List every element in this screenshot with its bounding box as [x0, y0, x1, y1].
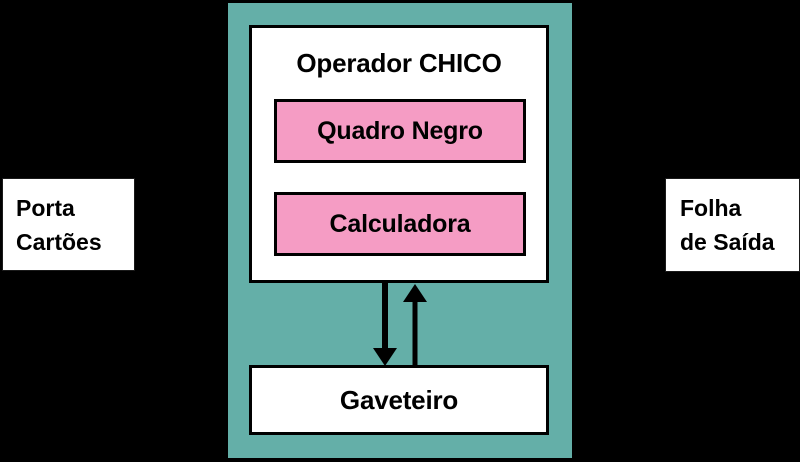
output-label-line2: de Saída	[680, 229, 775, 255]
storage-box-gaveteiro: Gaveteiro	[249, 365, 549, 435]
module-calculadora: Calculadora	[274, 192, 526, 256]
input-label-line2: Cartões	[16, 228, 102, 255]
input-label-line1: Porta	[16, 194, 75, 221]
operator-title: Operador CHICO	[296, 48, 502, 78]
output-label-line1: Folha	[680, 195, 742, 221]
module-quadro-negro: Quadro Negro	[274, 99, 526, 163]
output-box-folha-de-saida: Folha de Saída	[665, 178, 800, 272]
input-box-porta-cartoes: Porta Cartões	[2, 178, 135, 271]
